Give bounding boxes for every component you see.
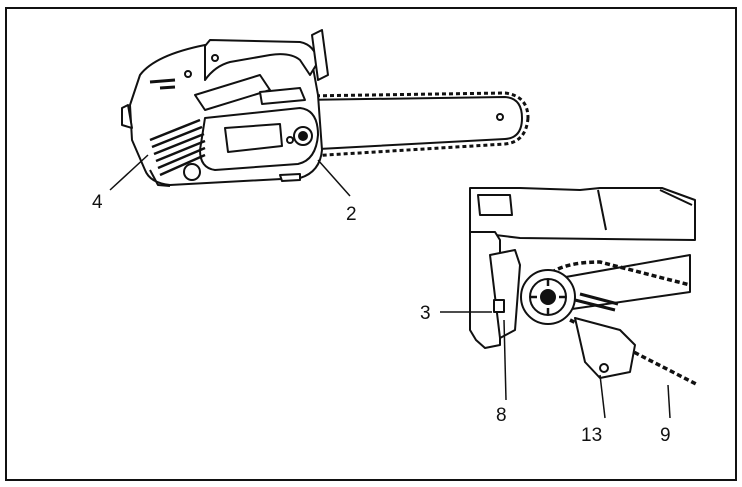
callout-2: 2 — [346, 204, 357, 225]
chainsaw-overview — [121, 29, 530, 187]
guide-bar — [299, 96, 523, 151]
chain-bottom — [309, 117, 530, 158]
leader-8 — [503, 319, 507, 401]
chain-top — [301, 91, 530, 119]
top-handle — [204, 39, 319, 81]
brake-lever — [311, 29, 329, 81]
chainsaw-closeup — [469, 187, 699, 387]
callout-9: 9 — [660, 425, 671, 446]
tension-screw — [574, 292, 619, 312]
callout-13: 13 — [581, 425, 602, 446]
callout-4: 4 — [92, 192, 103, 213]
callout-8: 8 — [496, 405, 507, 426]
bar-clamp — [574, 317, 636, 379]
leader-9 — [667, 384, 671, 419]
leader-4 — [109, 154, 149, 191]
figure-border — [5, 7, 737, 481]
callout-3: 3 — [420, 303, 431, 324]
leader-13 — [599, 374, 606, 419]
cooling-vents — [149, 118, 206, 177]
leader-lines — [109, 154, 671, 419]
leader-2 — [317, 159, 351, 197]
